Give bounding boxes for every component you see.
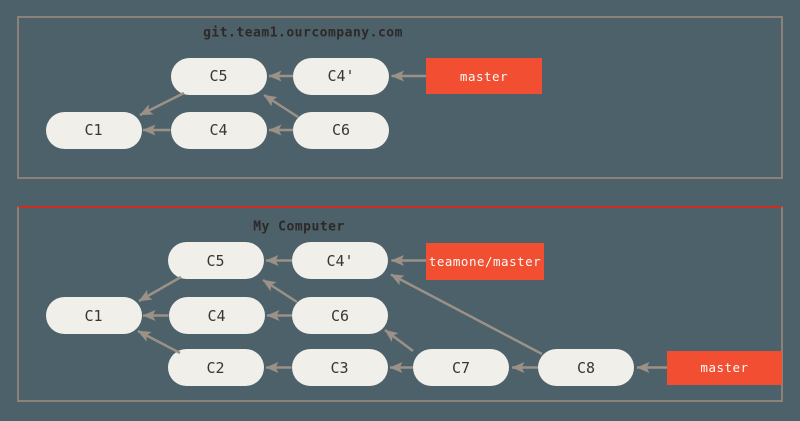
branch-label-server-master: master xyxy=(426,58,542,94)
server-panel-title: git.team1.ourcompany.com xyxy=(203,25,403,41)
commit-node-server-c4: C4 xyxy=(170,111,267,149)
commit-node-local-c2: C2 xyxy=(167,349,264,386)
commit-node-local-c8: C8 xyxy=(538,349,634,386)
commit-node-server-c4-prime: C4' xyxy=(293,57,389,95)
commit-node-local-c4: C4 xyxy=(168,297,265,334)
commit-node-local-c5: C5 xyxy=(167,242,264,279)
commit-node-local-c4-prime: C4' xyxy=(292,242,388,279)
branch-label-local-master: master xyxy=(667,350,782,385)
commit-node-server-c1: C1 xyxy=(45,111,142,149)
local-panel-title: My Computer xyxy=(253,219,345,235)
server-panel: git.team1.ourcompany.com xyxy=(17,16,783,179)
commit-node-server-c5: C5 xyxy=(170,57,267,95)
commit-node-local-c1: C1 xyxy=(45,297,142,334)
local-panel: My Computer xyxy=(17,206,783,402)
commit-node-local-c7: C7 xyxy=(413,349,509,386)
branch-label-local-teamone-master: teamone/master xyxy=(426,243,544,280)
commit-node-server-c6: C6 xyxy=(293,111,389,149)
commit-node-local-c6: C6 xyxy=(292,297,388,334)
commit-node-local-c3: C3 xyxy=(291,349,388,386)
